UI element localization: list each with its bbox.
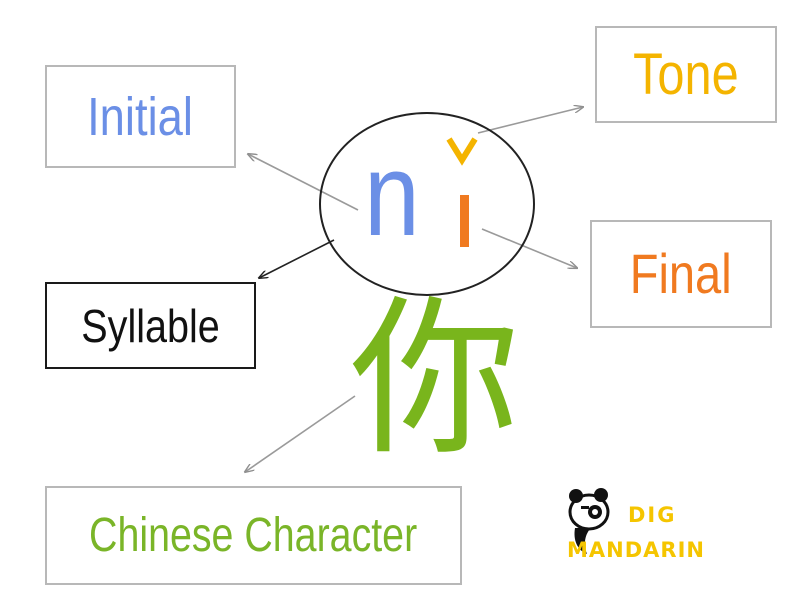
logo-mandarin-text: MANDARIN [567,538,705,562]
initial-label: Initial [87,86,194,147]
tone-label: Tone [633,41,739,107]
chinese-character-label: Chinese Character [89,508,418,562]
final-box: Final [590,220,772,328]
arrow-to-character [245,395,356,472]
logo-dig-text: DIG [628,503,677,527]
arrow-to-tone [477,107,583,134]
chinese-character: 你 [350,281,521,479]
initial-box: Initial [45,65,236,168]
syllable-box: Syllable [45,282,256,369]
tone-box: Tone [595,26,777,123]
initial-letter: n [364,129,420,261]
tone-mark-icon [446,137,478,166]
syllable-label: Syllable [81,299,220,352]
final-label: Final [630,242,732,305]
syllable-circle [319,112,535,296]
chinese-character-box: Chinese Character [45,486,462,585]
arrow-to-syllable [259,239,335,278]
panda-icon [568,488,610,554]
final-letter [448,140,488,250]
